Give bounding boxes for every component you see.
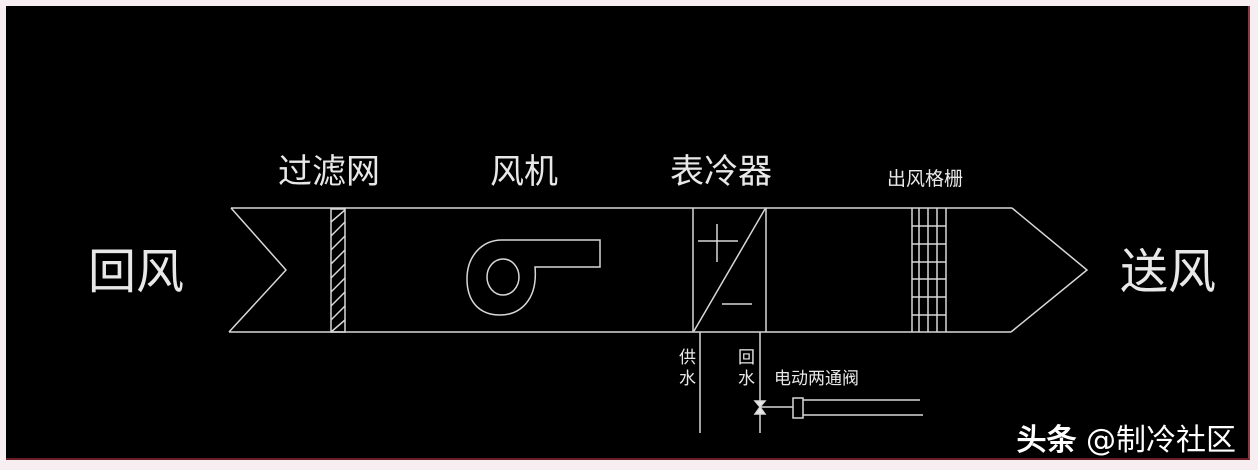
watermark-brand: 头条 xyxy=(1016,423,1077,458)
water-pipes xyxy=(699,332,761,433)
outlet-grille-label: 出风格栅 xyxy=(887,168,964,190)
filter-label: 过滤网 xyxy=(278,152,380,192)
watermark: 头条 @制冷社区 xyxy=(1016,426,1236,456)
valve-label: 电动两通阀 xyxy=(774,369,859,389)
outlet-grille-icon xyxy=(911,208,947,332)
fan-label: 风机 xyxy=(490,152,558,192)
two-way-valve-icon xyxy=(753,397,923,419)
duct-outline xyxy=(228,207,1089,333)
return-water-label: 回水 xyxy=(734,348,754,390)
supply-air-label: 送风 xyxy=(1120,244,1217,300)
supply-water-label: 供水 xyxy=(675,348,695,390)
fan-icon xyxy=(466,239,601,316)
cooling-coil-label: 表冷器 xyxy=(670,152,772,192)
filter-icon xyxy=(330,208,346,333)
watermark-handle: @制冷社区 xyxy=(1086,423,1236,458)
cooling-coil-icon xyxy=(692,208,767,332)
return-air-label: 回风 xyxy=(88,244,185,300)
